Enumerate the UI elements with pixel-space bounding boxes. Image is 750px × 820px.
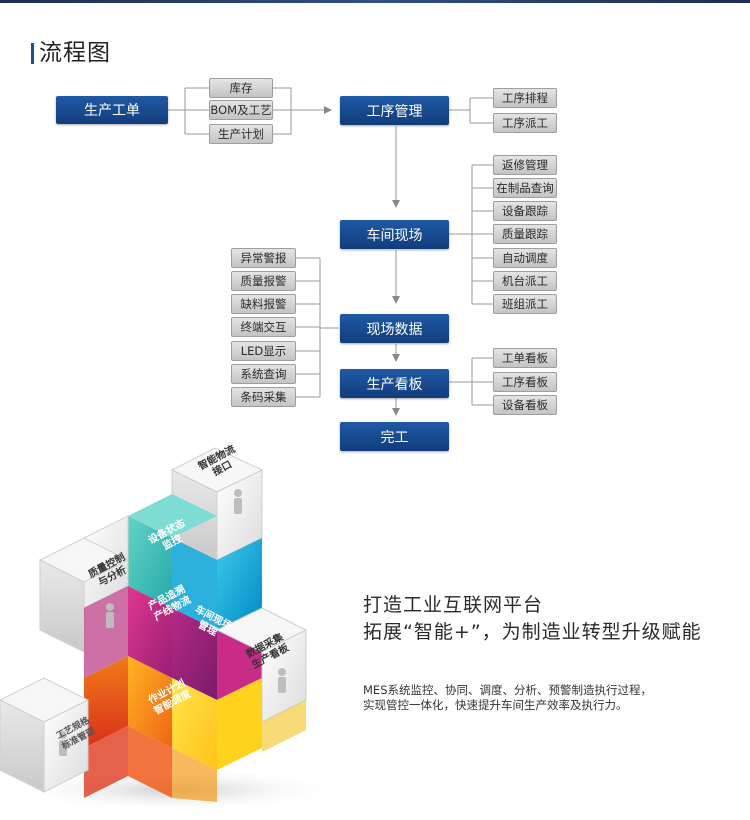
item-auto-scheduling: 自动调度	[493, 248, 557, 268]
item-shortage-alarm: 缺料报警	[231, 294, 296, 314]
input-production-plan: 生产计划	[209, 124, 273, 144]
slogan-line-1: 打造工业互联网平台	[363, 594, 544, 616]
description-line-1: MES系统监控、协同、调度、分析、预警制造执行过程，	[363, 683, 652, 697]
item-process-board: 工序看板	[493, 372, 557, 392]
item-machine-dispatch: 机台派工	[493, 271, 557, 291]
node-workshop-site: 车间现场	[340, 220, 449, 249]
slogan-line-2: 拓展“智能+”，为制造业转型升级赋能	[363, 621, 702, 643]
node-field-data: 现场数据	[340, 314, 449, 343]
item-order-board: 工单看板	[493, 348, 557, 368]
item-barcode-collection: 条码采集	[231, 387, 296, 407]
item-led-display: LED显示	[231, 341, 296, 361]
item-process-scheduling: 工序排程	[493, 88, 557, 108]
item-wip-query: 在制品查询	[493, 178, 557, 198]
cube-illustration	[0, 447, 345, 812]
page-title: 流程图	[39, 40, 111, 66]
node-production-order: 生产工单	[56, 96, 168, 124]
node-completion: 完工	[340, 422, 449, 451]
item-quality-tracking: 质量跟踪	[493, 224, 557, 244]
node-production-board: 生产看板	[340, 369, 449, 398]
item-equipment-board: 设备看板	[493, 395, 557, 415]
top-accent-bar	[0, 0, 750, 3]
input-inventory: 库存	[209, 78, 273, 98]
item-repair-management: 返修管理	[493, 155, 557, 175]
input-bom-process: BOM及工艺	[209, 100, 273, 120]
item-system-query: 系统查询	[231, 364, 296, 384]
description-line-2: 实现管控一体化，快速提升车间生产效率及执行力。	[363, 698, 628, 712]
flow-connectors	[168, 87, 493, 416]
title-marker	[31, 43, 34, 64]
item-team-dispatch: 班组派工	[493, 294, 557, 314]
item-process-dispatch: 工序派工	[493, 113, 557, 133]
item-terminal-interaction: 终端交互	[231, 317, 296, 337]
node-process-management: 工序管理	[340, 96, 449, 125]
item-equipment-tracking: 设备跟踪	[493, 201, 557, 221]
item-exception-alert: 异常警报	[231, 248, 296, 268]
item-quality-alarm: 质量报警	[231, 271, 296, 291]
